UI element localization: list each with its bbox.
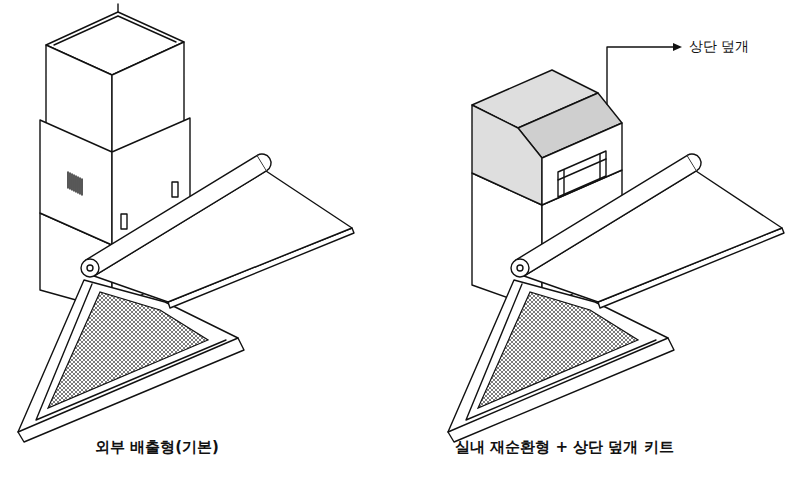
top-cover-front <box>542 123 622 205</box>
top-cover-opening <box>558 151 606 197</box>
top-cover <box>472 105 542 205</box>
caption: 외부 배출형(기본) <box>95 438 219 456</box>
slot <box>121 214 127 229</box>
leader-line <box>607 47 675 104</box>
leader-arrowhead <box>673 43 682 51</box>
cover-frame <box>563 170 564 194</box>
chimney-cover <box>40 120 112 245</box>
cover-frame <box>599 154 600 179</box>
canopy <box>448 154 784 442</box>
canopy <box>18 154 354 442</box>
slot <box>172 182 178 197</box>
chimney-channel <box>54 16 176 45</box>
caption: 실내 재순환형 + 상단 덮개 키트 <box>455 438 674 456</box>
vent-slots <box>68 172 82 195</box>
cover-frame <box>558 159 606 180</box>
exhaust-hood <box>18 4 354 442</box>
chimney-edge <box>117 4 118 12</box>
recirculation-hood <box>448 70 784 442</box>
part-label: 상단 덮개 <box>689 38 749 55</box>
